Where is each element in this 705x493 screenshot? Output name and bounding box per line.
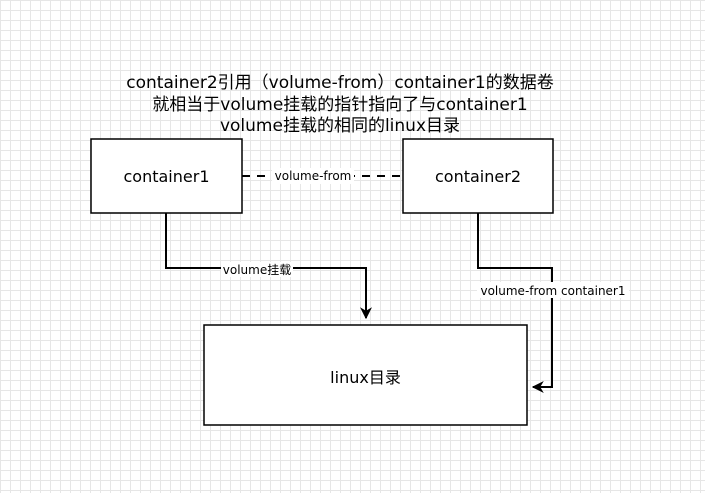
node-container1-label: container1: [124, 167, 210, 186]
edge-volume-mount-label-bg: [221, 262, 293, 277]
heading-line-2: 就相当于volume挂载的指针指向了与container1: [152, 95, 527, 115]
node-linux-dir-box[interactable]: [203, 324, 528, 426]
edge-volume-from-container1[interactable]: [477, 213, 553, 393]
heading-line-3: volume挂载的相同的linux目录: [220, 116, 460, 136]
node-container2[interactable]: container2: [402, 138, 554, 214]
heading-line-1: container2引用（volume-from）container1的数据卷: [126, 73, 553, 93]
edge-volume-from-container1-label: volume-from container1: [480, 284, 625, 298]
edge-volume-from-label: volume-from: [275, 169, 352, 183]
edge-volume-from-container1-label-bg: [477, 282, 629, 298]
diagram-heading: container2引用（volume-from）container1的数据卷 …: [126, 73, 553, 136]
node-linux-dir[interactable]: linux目录: [203, 324, 528, 426]
node-linux-dir-label: linux目录: [330, 368, 401, 387]
node-container2-box[interactable]: [402, 138, 554, 214]
edge-volume-mount-label: volume挂载: [223, 263, 291, 277]
node-container1-box[interactable]: [90, 138, 243, 214]
node-container2-label: container2: [435, 167, 521, 186]
edge-volume-from-label-bg: [272, 168, 354, 184]
node-container1[interactable]: container1: [90, 138, 243, 214]
